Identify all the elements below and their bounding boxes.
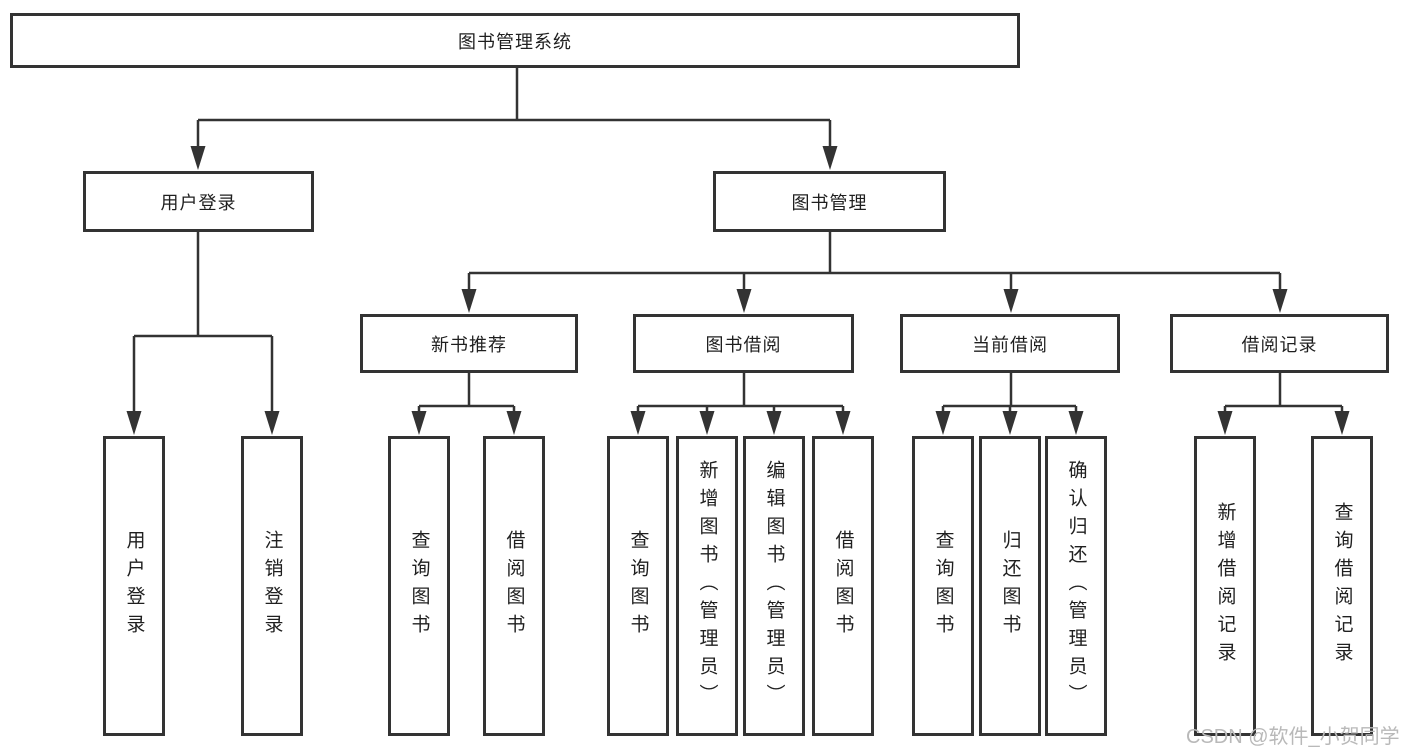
leaf-confirm-return-admin: 确认归还（管理员） (1045, 436, 1107, 736)
connector-user-login (126, 232, 280, 435)
leaf-logout-label: 注销登录 (261, 530, 283, 642)
leaf-user-login-label: 用户登录 (123, 530, 145, 642)
leaf-query-borrow-record: 查询借阅记录 (1311, 436, 1373, 736)
leaf-query-books-borrow-label: 查询图书 (627, 530, 649, 642)
leaf-confirm-return-admin-label: 确认归还（管理员） (1065, 460, 1087, 712)
node-book-borrow: 图书借阅 (633, 314, 854, 373)
leaf-edit-books-admin-label: 编辑图书（管理员） (763, 460, 785, 712)
leaf-edit-books-admin: 编辑图书（管理员） (743, 436, 805, 736)
node-book-management: 图书管理 (713, 171, 946, 232)
leaf-add-borrow-record-label: 新增借阅记录 (1214, 502, 1236, 670)
leaf-borrow-books: 借阅图书 (812, 436, 874, 736)
leaf-borrow-books-recommend-label: 借阅图书 (503, 530, 525, 642)
leaf-user-login: 用户登录 (103, 436, 165, 736)
leaf-query-books-recommend-label: 查询图书 (408, 530, 430, 642)
connector-root (190, 68, 838, 170)
connector-new-book-recommend (411, 373, 522, 435)
leaf-borrow-books-recommend: 借阅图书 (483, 436, 545, 736)
node-library-management-system: 图书管理系统 (10, 13, 1020, 68)
leaf-logout: 注销登录 (241, 436, 303, 736)
node-borrow-records: 借阅记录 (1170, 314, 1389, 373)
connector-book-management (461, 232, 1288, 313)
leaf-add-borrow-record: 新增借阅记录 (1194, 436, 1256, 736)
node-new-book-recommend: 新书推荐 (360, 314, 578, 373)
csdn-watermark: CSDN @软件_小贺同学 (1186, 726, 1400, 747)
leaf-return-books-label: 归还图书 (999, 530, 1021, 642)
leaf-query-books-borrow: 查询图书 (607, 436, 669, 736)
connector-current-borrow (935, 373, 1084, 435)
node-user-login: 用户登录 (83, 171, 314, 232)
leaf-query-books-current: 查询图书 (912, 436, 974, 736)
node-current-borrow: 当前借阅 (900, 314, 1120, 373)
leaf-return-books: 归还图书 (979, 436, 1041, 736)
leaf-query-borrow-record-label: 查询借阅记录 (1331, 502, 1353, 670)
connector-book-borrow (630, 373, 851, 435)
leaf-query-books-recommend: 查询图书 (388, 436, 450, 736)
leaf-add-books-admin: 新增图书（管理员） (676, 436, 738, 736)
leaf-add-books-admin-label: 新增图书（管理员） (696, 460, 718, 712)
connector-borrow-records (1217, 373, 1350, 435)
leaf-query-books-current-label: 查询图书 (932, 530, 954, 642)
leaf-borrow-books-label: 借阅图书 (832, 530, 854, 642)
